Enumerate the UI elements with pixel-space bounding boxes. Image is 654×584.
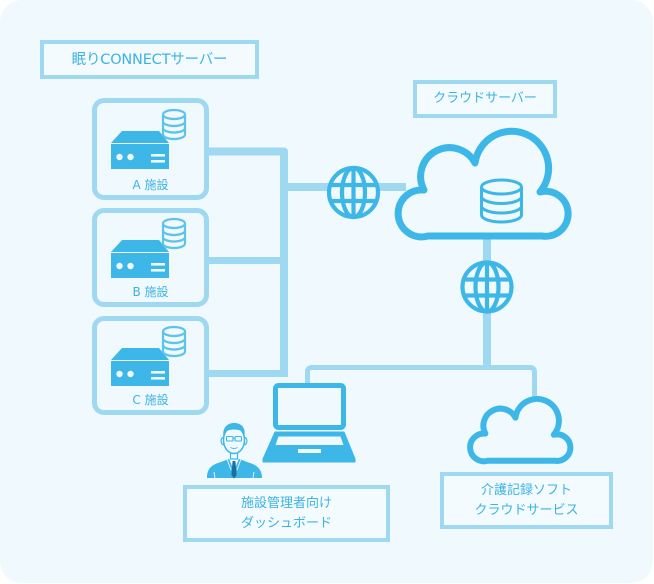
database-icon [161,325,187,358]
server-icon [111,348,169,386]
connect-server-label: 眠りCONNECTサーバー [71,51,228,68]
care-record-cloud-label-line2: クラウドサービス [474,502,579,518]
dashboard-label-line2: ダッシュボード [240,515,332,531]
cloud-server-label-box: クラウドサーバー [413,80,557,118]
facility-c-box: C 施設 [92,316,209,415]
facility-b-icons [111,217,187,278]
dashboard-label-box: 施設管理者向け ダッシュボード [183,485,390,542]
facility-a-icons [111,108,187,169]
connect-server-label-box: 眠りCONNECTサーバー [40,40,259,79]
server-icon [111,240,169,278]
facility-b-label: B 施設 [132,285,169,299]
database-icon [161,217,187,250]
cloud-server-label: クラウドサーバー [433,91,537,106]
server-icon [111,131,169,169]
database-icon [161,108,187,141]
facility-a-label: A 施設 [132,178,169,192]
facility-c-icons [111,325,187,386]
facility-c-label: C 施設 [132,393,169,407]
dashboard-label-line1: 施設管理者向け [240,495,332,511]
care-record-cloud-label-line1: 介護記録ソフト [480,482,572,498]
care-record-cloud-label-box: 介護記録ソフト クラウドサービス [440,472,613,529]
facility-a-box: A 施設 [92,98,209,200]
facility-b-box: B 施設 [92,208,209,307]
